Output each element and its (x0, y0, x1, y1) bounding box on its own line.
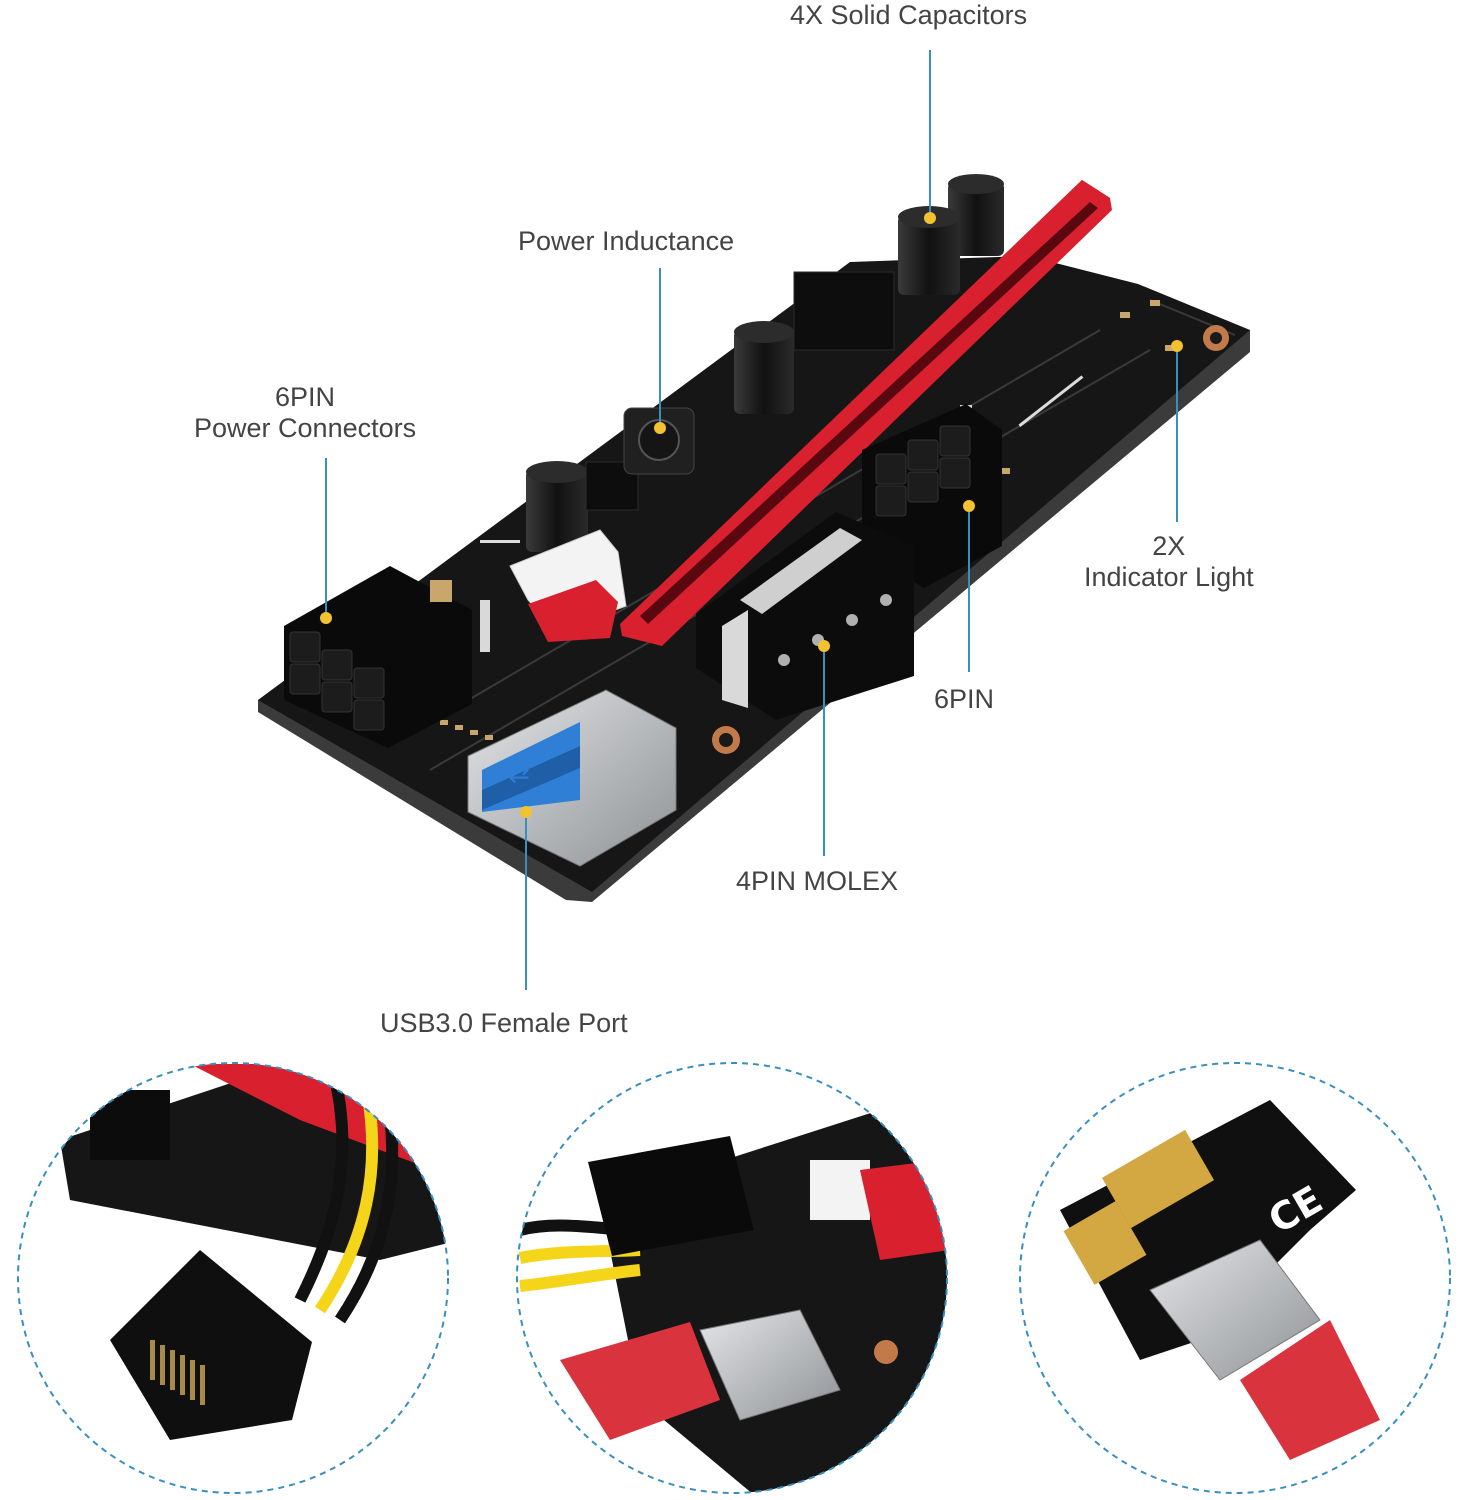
callout-dot (1171, 340, 1183, 352)
detail-circle (1019, 1062, 1451, 1494)
capacitor (948, 174, 1004, 256)
pcie-x16-slot (620, 180, 1112, 646)
callout-dot (818, 640, 830, 652)
callout-label-six-pin: 6PIN (934, 684, 995, 714)
callout-dot (320, 612, 332, 624)
jumper-pins (430, 580, 490, 652)
slot-latch-red (528, 580, 618, 642)
callout-label-molex: 4PIN MOLEX (736, 866, 899, 896)
riser-board: ⇄ (258, 174, 1250, 902)
callout-label-indicator: 2X Indicator Light (1084, 531, 1254, 592)
callout-dot (654, 422, 666, 434)
callout-dot (924, 212, 936, 224)
callout-label-usb: USB3.0 Female Port (380, 1008, 628, 1038)
detail-connectors (517, 1063, 947, 1493)
power-inductor (623, 407, 695, 475)
callout-label-capacitors: 4X Solid Capacitors (790, 0, 1028, 30)
detail-sata-cable (18, 1063, 448, 1493)
detail-pcie-x1-adapter: CE (1020, 1063, 1450, 1493)
molex-connector (696, 512, 914, 720)
callout-label-power-connectors: 6PIN Power Connectors (194, 382, 417, 443)
callout-dots (320, 212, 1183, 818)
callout-dot (963, 500, 975, 512)
callout-dot (520, 806, 532, 818)
usb3-port: ⇄ (467, 689, 677, 867)
usb-trident-icon: ⇄ (508, 759, 530, 789)
capacitor (526, 461, 588, 552)
callout-lines (325, 50, 1178, 990)
detail-circle (17, 1062, 449, 1494)
smd-components (440, 300, 1175, 740)
regulator-chip (793, 271, 895, 351)
detail-circle (516, 1062, 948, 1494)
callout-label-inductance: Power Inductance (518, 226, 735, 256)
capacitor (734, 321, 794, 414)
six-pin-connector-left (284, 566, 472, 748)
